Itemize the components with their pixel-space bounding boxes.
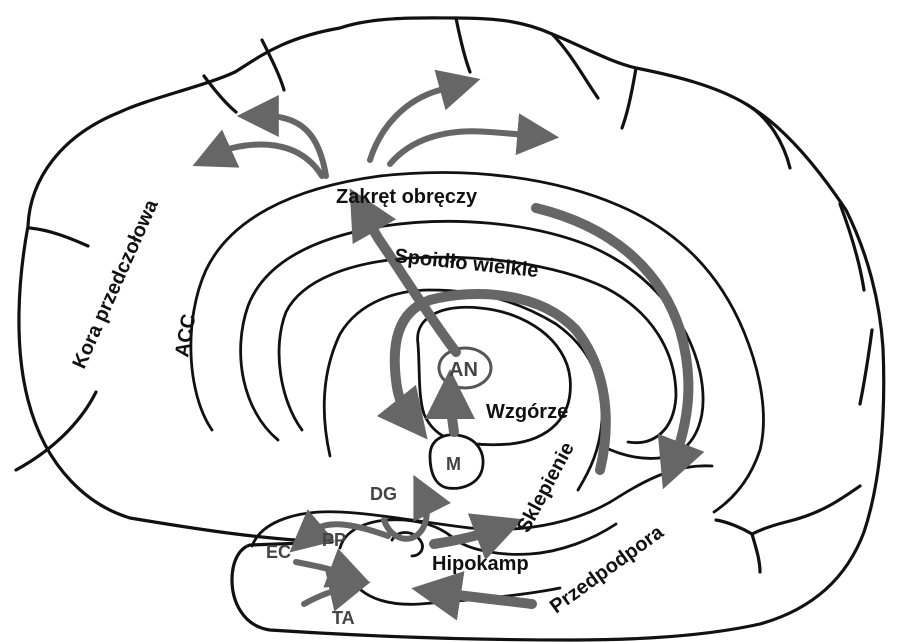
label-thalamus: Wzgórze (486, 401, 568, 423)
sulcus-occipital-2 (860, 330, 872, 404)
label-hippocampus: Hipokamp (432, 553, 529, 575)
label-ta: TA (332, 608, 355, 628)
sulcus-occipital-notch (752, 534, 760, 572)
sulcus-parietal-3 (746, 104, 790, 168)
sulcus-frontal-1 (30, 228, 88, 246)
label-corpus-callosum: Spoidło wielkie (393, 245, 539, 282)
sulcus-frontal-3 (204, 76, 236, 112)
arrow-an-to-cingulate (362, 210, 456, 352)
label-dg: DG (370, 484, 397, 504)
arrow-cingulate-to-front-left (210, 144, 322, 176)
label-presubiculum: Przedpodpora (546, 521, 668, 618)
sulcus-parietal-2 (622, 68, 636, 128)
arrow-pp (296, 562, 352, 576)
label-mammillary: M (446, 454, 461, 474)
label-pp: PP (322, 530, 346, 550)
sulcus-calcarine (716, 486, 860, 534)
arrow-cingulate-to-top (370, 84, 462, 160)
label-ec: EC (266, 542, 291, 562)
sulcus-top-2 (456, 18, 470, 72)
label-anterior-nucleus: AN (449, 359, 478, 381)
arrow-cingulate-to-parietal (390, 131, 540, 164)
label-fornix: Sklepienie (513, 439, 579, 537)
label-prefrontal-cortex: Kora przedczołowa (68, 196, 163, 372)
label-cingulate-gyrus: Zakręt obręczy (336, 186, 478, 208)
label-acc: ACC (171, 312, 200, 359)
arrow-ta (304, 586, 352, 604)
arrow-m-to-an (450, 394, 454, 432)
